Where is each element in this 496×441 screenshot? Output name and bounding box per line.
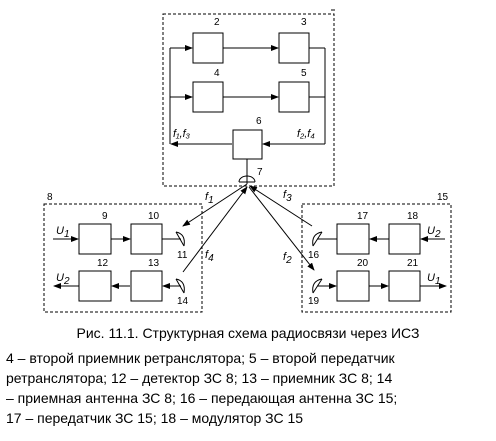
box-17 (336, 223, 370, 255)
label-21: 21 (407, 258, 419, 269)
box-13 (130, 270, 163, 302)
label-7: 7 (257, 167, 263, 178)
box-9 (78, 223, 112, 255)
label-3: 3 (301, 17, 307, 28)
antenna-16 (312, 231, 323, 247)
box-3 (278, 32, 310, 64)
freq-f4: f4 (205, 249, 214, 264)
legend-line: – приемная антенна ЗС 8; 16 – передающая… (6, 390, 398, 406)
label-9: 9 (102, 211, 108, 222)
box-21 (388, 270, 421, 302)
box-10 (130, 223, 163, 255)
antenna-19 (312, 278, 323, 294)
box-6 (232, 129, 263, 160)
figure-legend: 4 – второй приемник ретранслятора; 5 – в… (6, 348, 494, 428)
signal-u1-out: U1 (427, 272, 441, 287)
box-5 (278, 81, 310, 113)
label-18: 18 (407, 211, 419, 222)
repeater-region (162, 13, 335, 187)
legend-line: 17 – передатчик ЗС 15; 18 – модулятор ЗС… (6, 410, 304, 426)
signal-u2-in: U2 (427, 225, 441, 240)
block-diagram: 2 3 4 5 6 f₁,f₃ f₂,f₄ 7 f1 f3 f4 f2 8 9 … (43, 9, 452, 313)
earth-station-15-region (301, 203, 452, 313)
label-13: 13 (148, 258, 160, 269)
signal-u2-out: U2 (56, 272, 70, 287)
label-8: 8 (47, 192, 53, 203)
label-12: 12 (97, 258, 109, 269)
box-20 (336, 270, 370, 302)
label-10: 10 (148, 211, 160, 222)
label-19: 19 (308, 296, 320, 307)
label-6: 6 (256, 116, 262, 127)
label-17: 17 (357, 211, 369, 222)
box-2 (192, 32, 224, 64)
legend-line: ретранслятора; 12 – детектор ЗС 8; 13 – … (6, 370, 393, 386)
label-4: 4 (214, 68, 220, 79)
box-18 (388, 223, 421, 255)
label-14: 14 (177, 296, 189, 307)
label-5: 5 (301, 68, 307, 79)
freq-label-f1-f3: f₁,f₃ (173, 128, 191, 140)
signal-u1-in: U1 (56, 225, 70, 240)
label-16: 16 (308, 250, 320, 261)
antenna-7 (238, 175, 256, 184)
label-15: 15 (437, 192, 449, 203)
figure-caption: Рис. 11.1. Структурная схема радиосвязи … (76, 325, 420, 341)
box-12 (78, 270, 112, 302)
freq-f3: f3 (283, 189, 292, 204)
freq-f2: f2 (283, 251, 292, 266)
antenna-14 (175, 278, 185, 294)
label-11: 11 (177, 250, 188, 261)
earth-station-8-region (43, 203, 203, 313)
label-2: 2 (214, 17, 220, 28)
box-4 (192, 81, 224, 113)
antenna-11 (175, 231, 185, 247)
legend-line: 4 – второй приемник ретранслятора; 5 – в… (6, 350, 395, 366)
freq-label-f2-f4: f₂,f₄ (297, 128, 315, 140)
label-20: 20 (357, 258, 369, 269)
freq-f1: f1 (205, 191, 214, 206)
